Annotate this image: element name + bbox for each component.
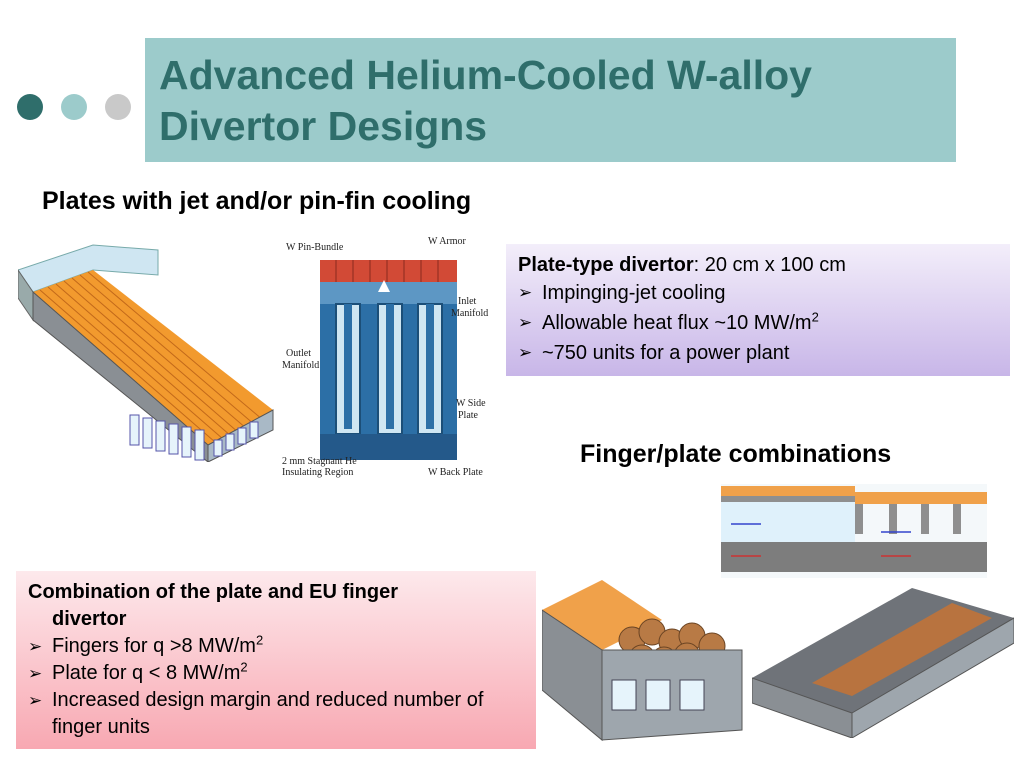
arrow-bullet-icon: ➢ [28, 664, 43, 683]
list-item: ➢~750 units for a power plant [518, 338, 998, 368]
label-insulating: Insulating Region [282, 467, 353, 478]
combination-lead: Combination of the plate and EU finger d… [28, 581, 398, 630]
label-inlet: Inlet [458, 296, 477, 307]
label-side: W Side [456, 398, 486, 409]
label-back-plate: W Back Plate [428, 467, 483, 478]
plate-divertor-box: Plate-type divertor: 20 cm x 100 cm ➢Imp… [506, 244, 1010, 376]
finger-plate-combo-3d-image [542, 580, 743, 742]
label-side-plate: Plate [458, 410, 479, 421]
pin-fin-plate-3d-image [752, 588, 1014, 738]
plate-divertor-lead: Plate-type divertor [518, 254, 694, 276]
cross-section-diagram: W Pin-Bundle W Armor Inlet Manifold Outl… [282, 236, 488, 478]
plate-divertor-3d-image [18, 244, 274, 462]
arrow-bullet-icon: ➢ [518, 313, 533, 332]
label-outlet-manifold: Manifold [282, 360, 319, 371]
plate-divertor-size: : 20 cm x 100 cm [693, 254, 846, 276]
label-outlet: Outlet [286, 348, 311, 359]
slide-title: Advanced Helium-Cooled W-alloy Divertor … [159, 52, 812, 149]
decor-dot-3 [105, 94, 131, 120]
section-heading-plates: Plates with jet and/or pin-fin cooling [42, 187, 472, 215]
label-stagnant: 2 mm Stagnant He [282, 456, 357, 467]
label-inlet-manifold: Manifold [451, 308, 488, 319]
list-item: ➢Allowable heat flux ~10 MW/m2 [518, 308, 998, 338]
arrow-bullet-icon: ➢ [28, 691, 43, 710]
label-pin-bundle: W Pin-Bundle [286, 242, 344, 253]
list-item: ➢Fingers for q >8 MW/m2 [28, 633, 524, 660]
decor-dot-1 [17, 94, 43, 120]
arrow-bullet-icon: ➢ [518, 283, 533, 302]
finger-plate-section-image [721, 484, 987, 578]
label-armor: W Armor [428, 236, 467, 247]
list-item: ➢Impinging-jet cooling [518, 278, 998, 308]
arrow-bullet-icon: ➢ [28, 637, 43, 656]
title-banner: Advanced Helium-Cooled W-alloy Divertor … [145, 38, 956, 162]
combination-box: Combination of the plate and EU finger d… [16, 571, 536, 749]
section-heading-finger: Finger/plate combinations [580, 440, 892, 468]
list-item: ➢Plate for q < 8 MW/m2 [28, 660, 524, 687]
arrow-bullet-icon: ➢ [518, 343, 533, 362]
decor-dot-2 [61, 94, 87, 120]
list-item: ➢Increased design margin and reduced num… [28, 689, 484, 738]
